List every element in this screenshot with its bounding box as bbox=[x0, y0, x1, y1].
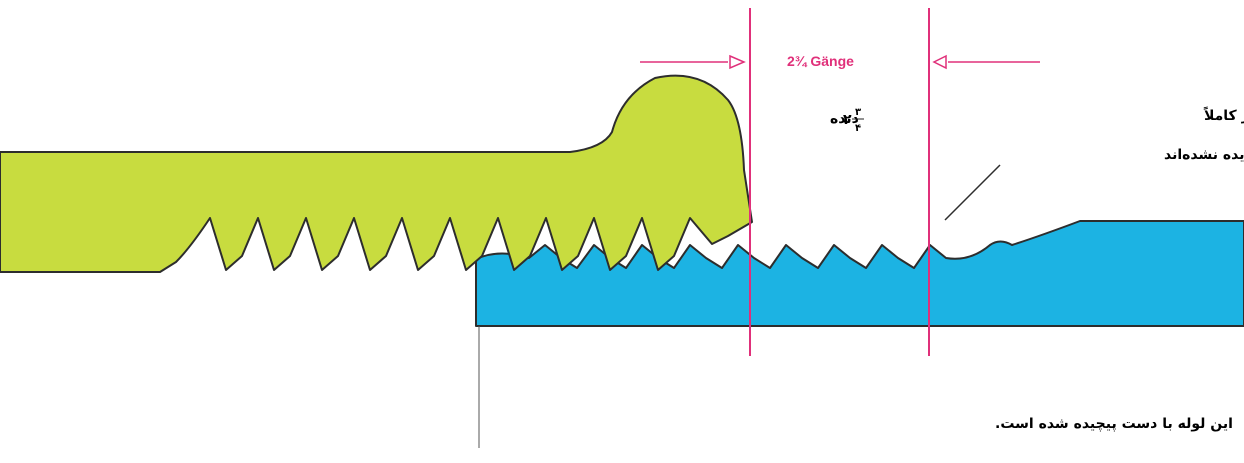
incomplete-thread-leader bbox=[944, 164, 1001, 221]
pipe-body bbox=[475, 220, 1244, 327]
gauge-label-fa-numerator: ۳ bbox=[855, 107, 861, 118]
dimension-arrow-left bbox=[729, 54, 746, 70]
female-fitting-body bbox=[0, 74, 753, 273]
gauge-label-fa-word: دنده bbox=[830, 111, 859, 127]
hand-tight-label: این لوله با دست پیچیده شده است. bbox=[995, 416, 1233, 432]
gauge-label-fa-whole: ۲ bbox=[843, 112, 852, 128]
incomplete-threads-label-line1: دنده‌های ناقصی که هنوز کاملاً bbox=[1203, 106, 1244, 124]
gauge-label-fa-denominator: ۴ bbox=[855, 123, 861, 134]
gauge-label-de: 2¾ Gänge bbox=[787, 53, 854, 69]
dimension-arrow-right bbox=[932, 54, 947, 70]
incomplete-threads-label-line2: حدیده نشده‌اند bbox=[1164, 147, 1244, 163]
